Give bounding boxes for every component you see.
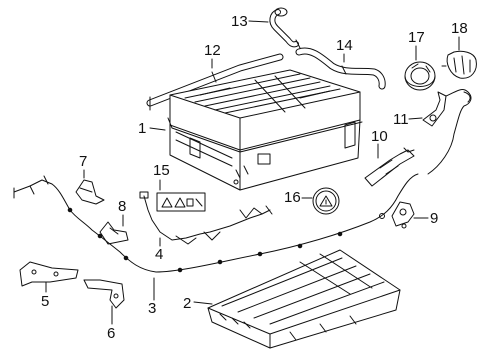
- callout-18: 18: [451, 20, 468, 37]
- callout-11: 11: [393, 111, 409, 128]
- callout-7: 7: [79, 153, 88, 170]
- part-2-tray: [207, 249, 401, 349]
- part-12-tube: [146, 53, 284, 111]
- callout-5: 5: [41, 293, 50, 310]
- callout-2: 2: [183, 295, 192, 312]
- callout-10: 10: [371, 128, 388, 145]
- part-7-bracket: [75, 179, 105, 205]
- callout-12: 12: [204, 42, 221, 59]
- callout-14: 14: [336, 37, 353, 54]
- part-3-cable: [13, 173, 419, 273]
- part-5-bracket: [19, 261, 79, 287]
- callout-16: 16: [284, 189, 301, 206]
- part-17-clamp: [404, 61, 436, 91]
- part-9-bracket: [391, 201, 415, 229]
- leader-1: [149, 127, 166, 131]
- callout-3: 3: [148, 300, 157, 317]
- callout-8: 8: [118, 198, 127, 215]
- callout-9: 9: [430, 210, 439, 227]
- part-15-warning-labels: [156, 192, 206, 212]
- callout-1: 1: [138, 120, 147, 137]
- callout-6: 6: [107, 325, 116, 342]
- callout-13: 13: [231, 13, 248, 30]
- part-11-charge-port: [422, 89, 472, 175]
- callout-4: 4: [155, 246, 164, 263]
- leader-2: [193, 301, 213, 305]
- leader-13: [248, 20, 269, 23]
- part-13-hose: [269, 7, 301, 49]
- part-1-battery-pack: [167, 69, 363, 191]
- part-10-bracket: [364, 147, 415, 187]
- callout-17: 17: [408, 29, 425, 46]
- part-4-harness: [139, 191, 273, 245]
- leader-11: [408, 117, 423, 120]
- part-18-clip: [441, 50, 477, 79]
- part-16-cap: [312, 187, 340, 215]
- part-6-bracket: [83, 279, 125, 309]
- part-14-hose: [295, 47, 386, 90]
- callout-15: 15: [153, 162, 170, 179]
- part-8-bracket: [99, 221, 129, 245]
- leader-lines: [45, 20, 460, 325]
